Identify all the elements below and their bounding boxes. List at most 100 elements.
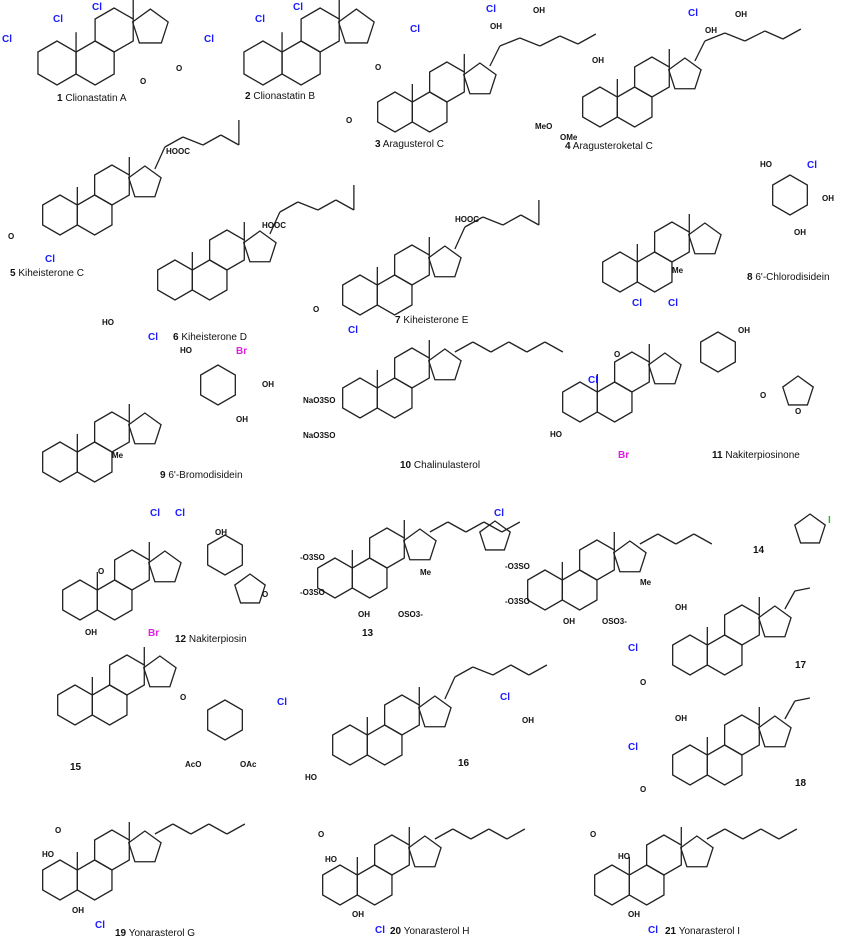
chlorine-atom: Cl [92, 2, 102, 13]
ring-a [42, 194, 78, 236]
side-chain-bond [202, 134, 222, 146]
aromatic-ring [207, 699, 243, 741]
ring-d [679, 835, 714, 868]
ring-d [142, 655, 177, 688]
side-chain-bond [470, 828, 490, 840]
chlorine-atom: Cl [628, 742, 638, 753]
aromatic-ring [700, 331, 736, 373]
ring-c [393, 347, 430, 389]
aromatic-ring [772, 174, 808, 216]
hydroxyl-group: HO [102, 318, 114, 327]
ring-c [723, 714, 760, 756]
hydroxyl-group: OH [705, 26, 717, 35]
chlorine-atom: Cl [204, 34, 214, 45]
side-chain-bond [482, 216, 504, 226]
hydroxyl-group: OH [628, 910, 640, 919]
side-chain-bond [297, 201, 319, 211]
side-chain-bond [528, 664, 548, 676]
side-chain-bond [454, 341, 474, 353]
side-chain-bond [510, 664, 530, 676]
chlorine-atom: Cl [500, 692, 510, 703]
furan-ring [794, 513, 826, 544]
oxygen-atom: O [98, 567, 105, 576]
ring-d [667, 57, 702, 90]
side-chain-bond [519, 37, 541, 47]
chlorine-atom: Cl [668, 298, 678, 309]
ring-a [57, 684, 93, 726]
side-chain-bond [778, 828, 798, 840]
side-chain-bond [675, 533, 695, 545]
compound-label-12: 12 Nakiterpiosin [175, 634, 247, 645]
hydroxyl-group: HO [550, 430, 562, 439]
oxygen-atom: O [760, 391, 767, 400]
ring-b [616, 86, 653, 128]
ring-d [647, 352, 682, 385]
oxygen-atom: O [318, 830, 325, 839]
side-chain-bond [782, 28, 802, 40]
ring-a [322, 864, 358, 906]
side-chain-bond [724, 32, 746, 42]
ring-a [157, 259, 193, 301]
ring-c [93, 829, 130, 871]
side-chain-bond [724, 828, 744, 840]
oxygen-atom: O [313, 305, 320, 314]
hydroxyl-group: HO [325, 855, 337, 864]
ring-c [368, 527, 405, 569]
side-chain-bond [454, 666, 474, 678]
ring-d [127, 165, 162, 198]
ring-c [633, 56, 670, 98]
methyl-group: Me [112, 451, 124, 460]
side-chain-bond [490, 341, 510, 353]
side-chain-bond [279, 201, 299, 213]
side-chain-bond [520, 214, 540, 226]
hydroxyl-group: OH [72, 906, 84, 915]
oxygen-atom: O [590, 830, 597, 839]
side-chain-bond [559, 35, 579, 45]
ring-b [561, 569, 598, 611]
hydroxyl-group: HO [760, 160, 772, 169]
chlorine-atom: Cl [688, 8, 698, 19]
side-chain-bond [489, 45, 501, 67]
ring-a [562, 381, 598, 423]
oxygen-atom: O [180, 693, 187, 702]
hydroxyl-group: OH [262, 380, 274, 389]
ring-a [602, 251, 638, 293]
side-chain-bond [269, 211, 281, 235]
hydroxyl-group: OH [358, 610, 370, 619]
chlorine-atom: Cl [277, 697, 287, 708]
compound-label-5: 5 Kiheisterone C [10, 268, 84, 279]
chlorine-atom: Cl [486, 4, 496, 15]
ring-b [706, 744, 743, 786]
ring-d [147, 550, 182, 583]
hydroxyl-group: OH [236, 415, 248, 424]
furan-ring [479, 520, 511, 551]
sulfate-group: OSO3- [398, 610, 423, 619]
side-chain-bond [639, 533, 659, 545]
ring-d [127, 412, 162, 445]
chlorine-atom: Cl [148, 332, 158, 343]
carboxyl-group: HOOC [455, 215, 479, 224]
hydroxyl-group: OH [533, 6, 545, 15]
ring-c [93, 164, 130, 206]
methoxy-group: MeO [535, 122, 553, 131]
sulfate-group: -O3SO [505, 597, 530, 606]
ring-d [427, 245, 462, 278]
chlorine-atom: Cl [95, 920, 105, 931]
side-chain-bond [154, 823, 174, 835]
ring-a [527, 569, 563, 611]
hydroxyl-group: HO [305, 773, 317, 782]
ring-a [672, 634, 708, 676]
oxygen-atom: O [614, 350, 621, 359]
sulfate-group: NaO3SO [303, 431, 336, 440]
side-chain-bond [784, 700, 796, 720]
side-chain-bond [172, 823, 192, 835]
ring-c [373, 834, 410, 876]
ring-a [42, 441, 78, 483]
compound-label-20: 20 Yonarasterol H [390, 926, 470, 937]
compound-label-2: 2 Clionastatin B [245, 91, 316, 102]
methyl-group: Me [672, 266, 684, 275]
ring-d [687, 222, 722, 255]
compound-label-6: 6 Kiheisterone D [173, 332, 247, 343]
side-chain-bond [502, 214, 522, 226]
